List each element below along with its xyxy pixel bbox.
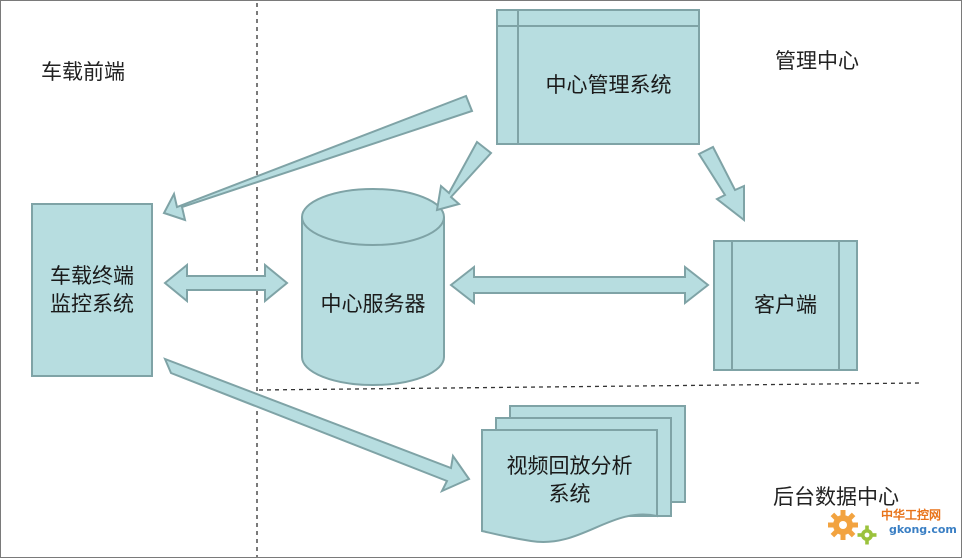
video-playback-label: 视频回放分析 系统 xyxy=(482,439,657,521)
watermark-title: 中华工控网 xyxy=(881,508,942,522)
central-management-label: 中心管理系统 xyxy=(545,72,672,97)
gkong-watermark: 中华工控网 gkong.com xyxy=(823,501,958,553)
central-server-cylinder xyxy=(301,188,445,386)
vehicle-terminal-box xyxy=(31,203,153,377)
arrow-terminal-to-video xyxy=(163,357,471,494)
vehicle-terminal-label-line2: 监控系统 xyxy=(50,292,134,316)
arrow-management-to-terminal xyxy=(162,94,474,222)
region-label-vehicle-front: 车载前端 xyxy=(41,60,125,84)
arrow-terminal-server xyxy=(163,262,289,304)
vehicle-terminal-label: 车载终端 监控系统 xyxy=(32,204,152,376)
arrow-management-to-server xyxy=(435,140,493,212)
central-management-box xyxy=(496,9,700,145)
client-label: 客户端 xyxy=(754,293,817,318)
region-label-management-center: 管理中心 xyxy=(775,49,859,73)
video-playback-label-line2: 系统 xyxy=(548,482,591,506)
gear-icon xyxy=(828,510,877,545)
video-playback-label-line1: 视频回放分析 xyxy=(506,453,633,478)
region-label-backend-data-center: 后台数据中心 xyxy=(773,485,899,509)
vehicle-terminal-label-line1: 车载终端 xyxy=(50,263,134,288)
arrow-server-client xyxy=(449,264,710,306)
watermark-url: gkong.com xyxy=(889,523,957,536)
horizontal-divider xyxy=(258,382,920,391)
client-box xyxy=(713,240,858,371)
arrow-management-to-client xyxy=(697,145,745,223)
video-playback-stack xyxy=(481,405,686,543)
central-server-label: 中心服务器 xyxy=(320,291,426,316)
